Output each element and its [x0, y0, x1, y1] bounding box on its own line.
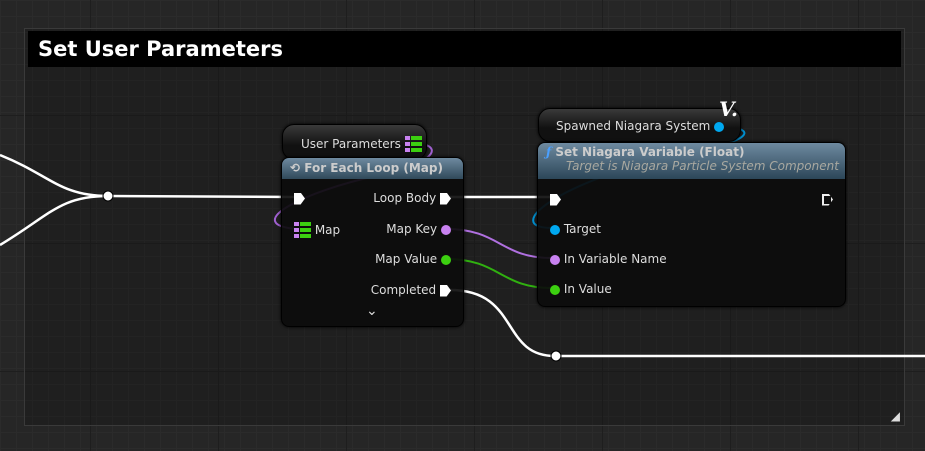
user-parameters-label: User Parameters [301, 137, 401, 151]
exec-wire-to-loop [107, 194, 299, 199]
variable-badge-icon: V. [719, 97, 738, 121]
map-input-pin[interactable] [294, 222, 311, 239]
resize-handle-icon[interactable]: ◢ [890, 409, 900, 423]
variable-name-label: In Variable Name [563, 252, 667, 266]
for-each-loop-map-node[interactable]: ⟲ For Each Loop (Map) Map Loop Body Map … [281, 157, 464, 327]
node-title: Set Niagara Variable (Float) [555, 145, 745, 159]
reroute-node-exec [102, 190, 114, 202]
map-value-pin[interactable] [441, 254, 451, 265]
loop-body-pin[interactable] [440, 192, 451, 205]
in-value-pin[interactable] [550, 284, 560, 295]
set-niagara-variable-node[interactable]: ƒ Set Niagara Variable (Float) Target is… [537, 142, 846, 307]
function-icon: ƒ [546, 145, 552, 159]
loop-body-label: Loop Body [373, 191, 437, 205]
completed-label: Completed [370, 283, 437, 297]
comment-title[interactable]: Set User Parameters [28, 31, 901, 67]
completed-pin[interactable] [440, 284, 451, 297]
exec-wire-in-top [0, 153, 109, 198]
exec-wire-completed [449, 288, 925, 358]
spawned-label: Spawned Niagara System [556, 119, 711, 133]
map-value-label: Map Value [375, 252, 438, 266]
map-label: Map [314, 223, 341, 237]
exec-in-pin[interactable] [550, 193, 561, 206]
variable-name-pin[interactable] [550, 254, 560, 265]
target-pin[interactable] [550, 224, 560, 235]
expand-chevron-icon[interactable]: ⌄ [366, 303, 378, 319]
node-subtitle: Target is Niagara Particle System Compon… [566, 159, 839, 173]
map-key-pin[interactable] [441, 224, 451, 235]
exec-out-pin[interactable] [822, 194, 833, 206]
node-header: ƒ Set Niagara Variable (Float) Target is… [538, 143, 845, 179]
map-key-label: Map Key [386, 222, 438, 236]
exec-wire-in-bottom [0, 194, 109, 247]
reroute-node-completed [550, 350, 562, 362]
exec-in-pin[interactable] [294, 192, 305, 205]
target-label: Target [563, 222, 601, 236]
node-title: For Each Loop (Map) [304, 161, 443, 175]
user-parameters-node[interactable]: User Parameters [282, 124, 427, 160]
map-pin-icon[interactable] [404, 136, 422, 153]
in-value-label: In Value [563, 282, 612, 296]
object-output-pin[interactable] [714, 121, 725, 132]
spawned-niagara-system-node[interactable]: Spawned Niagara System V. [538, 97, 741, 142]
loop-icon: ⟲ [290, 161, 301, 175]
node-header: ⟲ For Each Loop (Map) [282, 158, 463, 179]
